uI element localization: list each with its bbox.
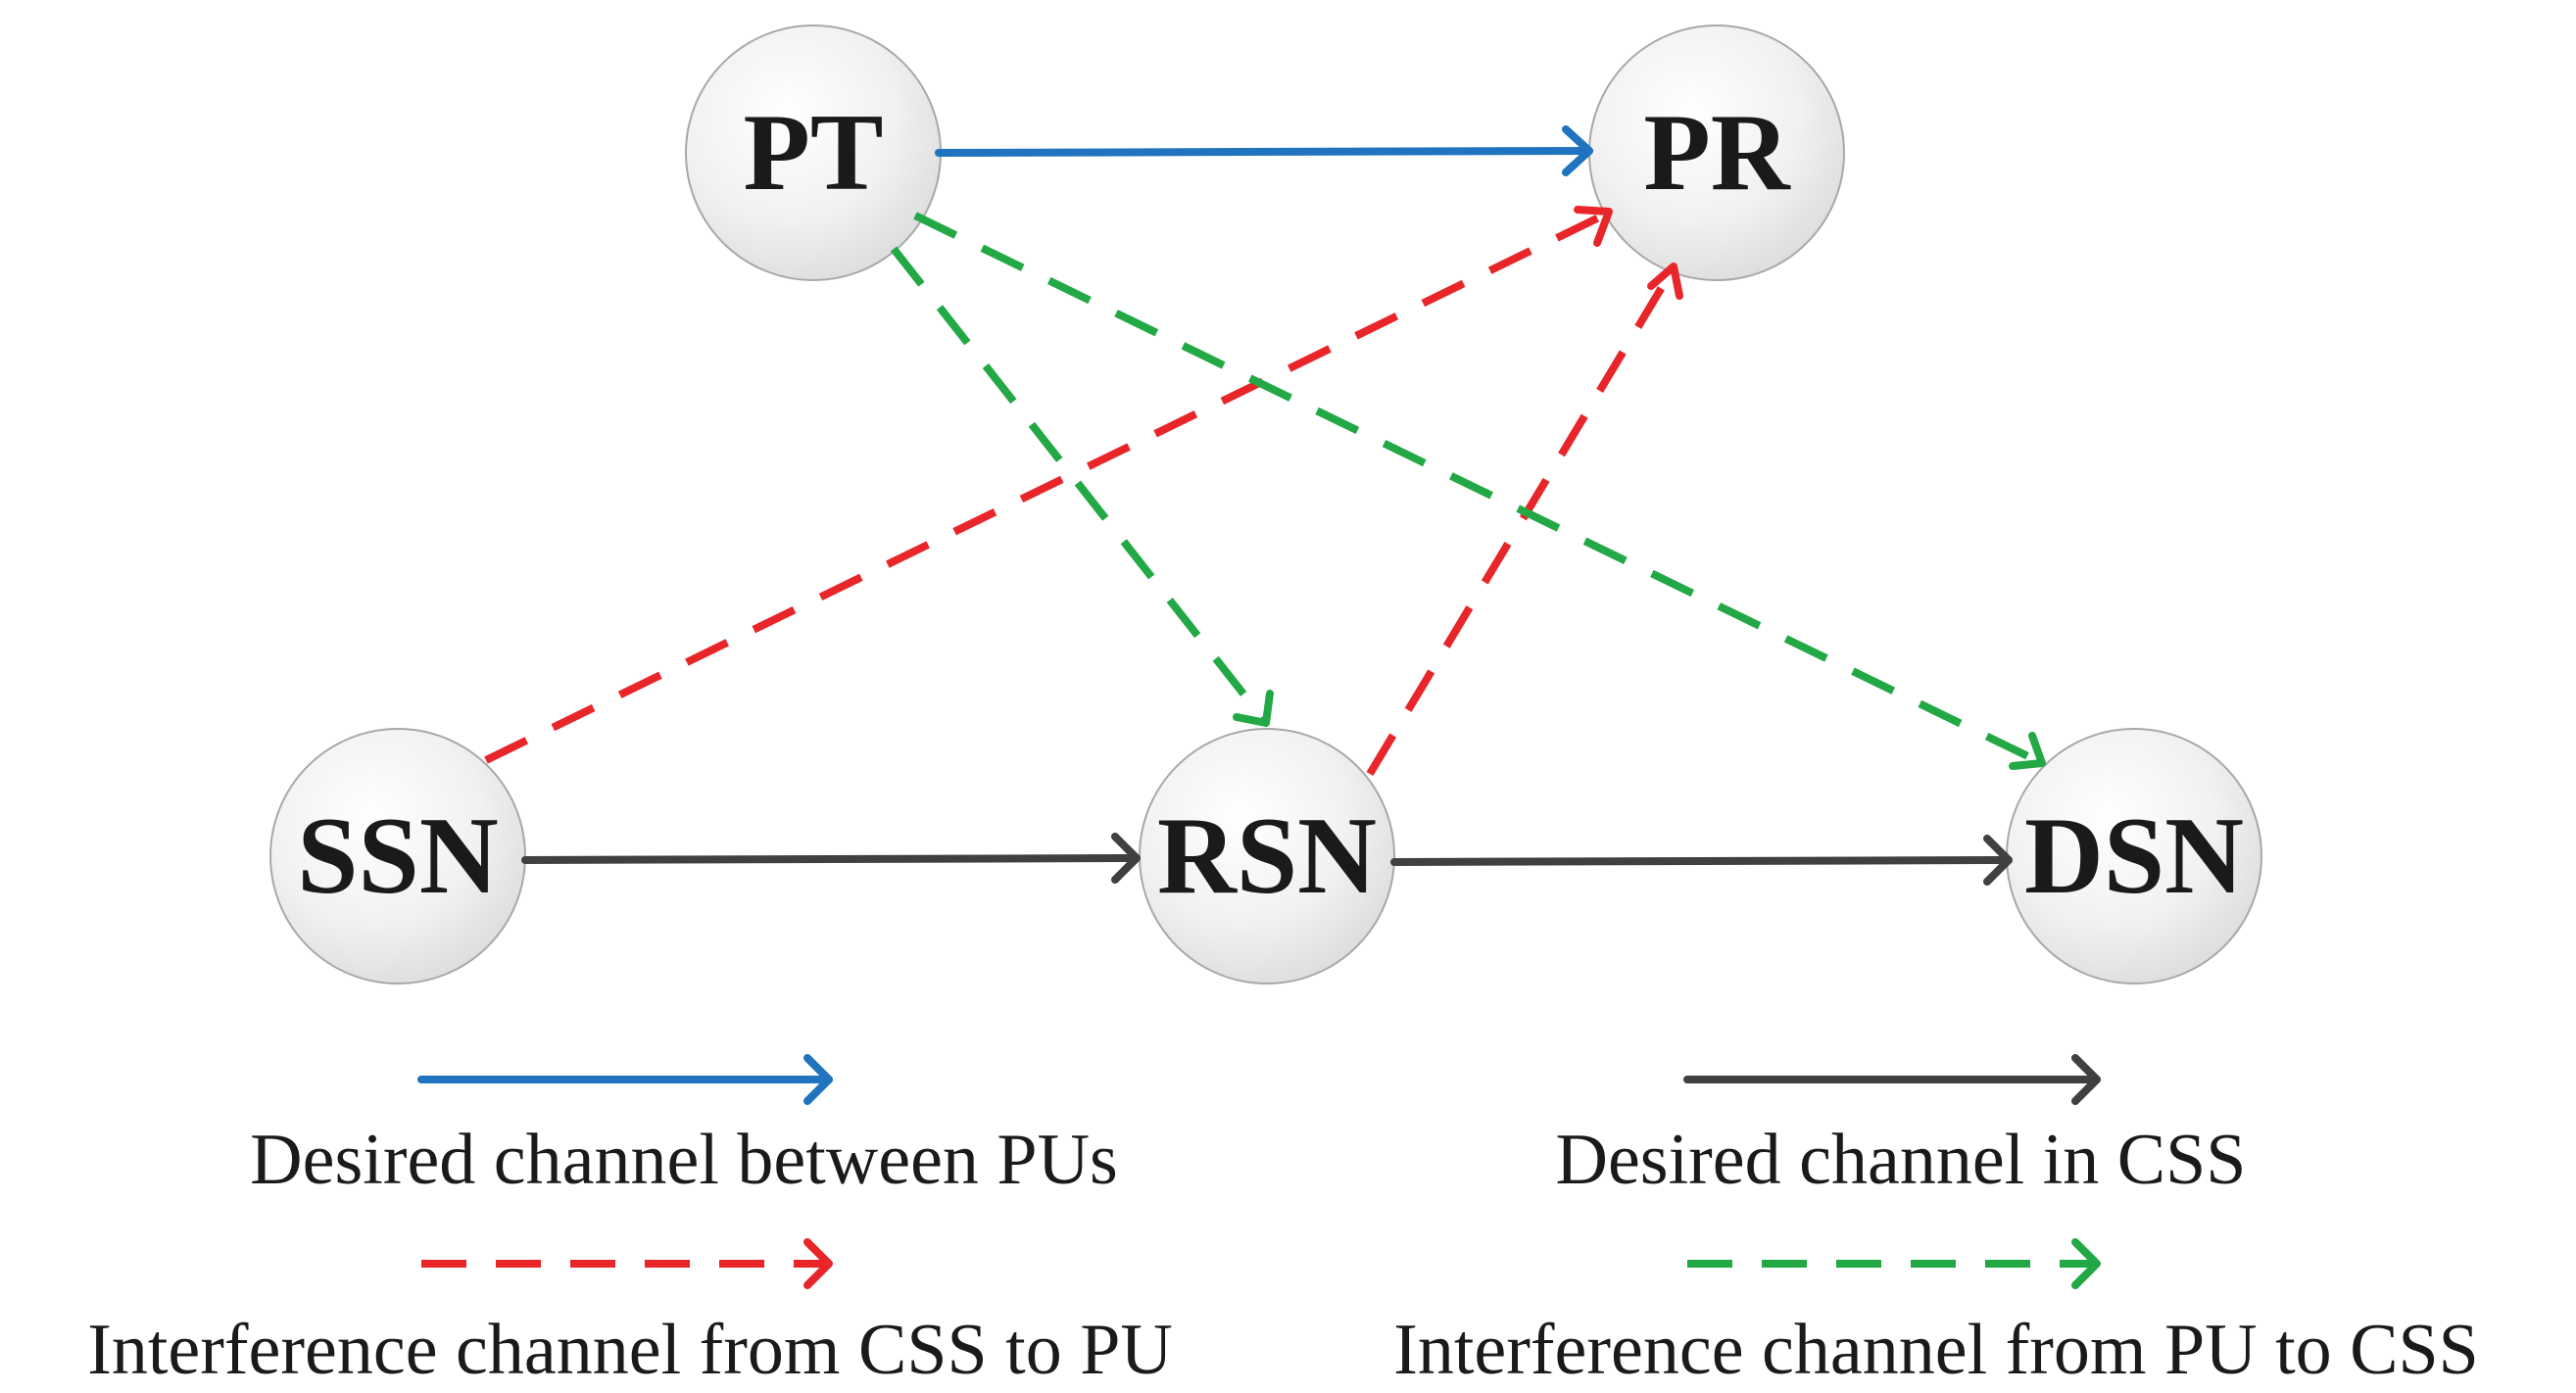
legend: Desired channel between PUs Desired chan…: [87, 1054, 2479, 1390]
legend-label-desired-pu: Desired channel between PUs: [250, 1120, 1118, 1200]
edge-ssn-to-rsn: [521, 833, 1141, 884]
legend-label-desired-css: Desired channel in CSS: [1556, 1120, 2247, 1200]
legend-item-desired-pu: Desired channel between PUs: [250, 1054, 1118, 1200]
edge-rsn-to-dsn: [1390, 835, 2013, 886]
legend-label-interference-pu-to-css: Interference channel from PU to CSS: [1393, 1310, 2479, 1390]
legend-item-interference-pu-to-css: Interference channel from PU to CSS: [1393, 1238, 2479, 1390]
node-dsn-label: DSN: [2024, 795, 2244, 917]
edge-ssn-to-pr: [484, 206, 1613, 764]
node-pr-label: PR: [1643, 92, 1790, 214]
legend-item-desired-css: Desired channel in CSS: [1556, 1054, 2247, 1200]
legend-label-interference-css-to-pu: Interference channel from CSS to PU: [87, 1310, 1173, 1390]
node-rsn-label: RSN: [1157, 795, 1377, 917]
edge-rsn-to-pr: [1366, 263, 1683, 777]
node-rsn: RSN: [1139, 728, 1395, 985]
legend-item-interference-css-to-pu: Interference channel from CSS to PU: [87, 1238, 1173, 1390]
edge-pt-to-pr: [935, 125, 1593, 176]
node-ssn-label: SSN: [297, 795, 498, 917]
node-pr: PR: [1588, 24, 1845, 281]
node-ssn: SSN: [269, 728, 526, 985]
node-pt-label: PT: [743, 92, 883, 214]
node-pt: PT: [685, 24, 942, 281]
edge-pt-to-rsn: [890, 246, 1274, 727]
edge-pt-to-dsn: [913, 212, 2046, 770]
node-dsn: DSN: [2006, 728, 2262, 985]
